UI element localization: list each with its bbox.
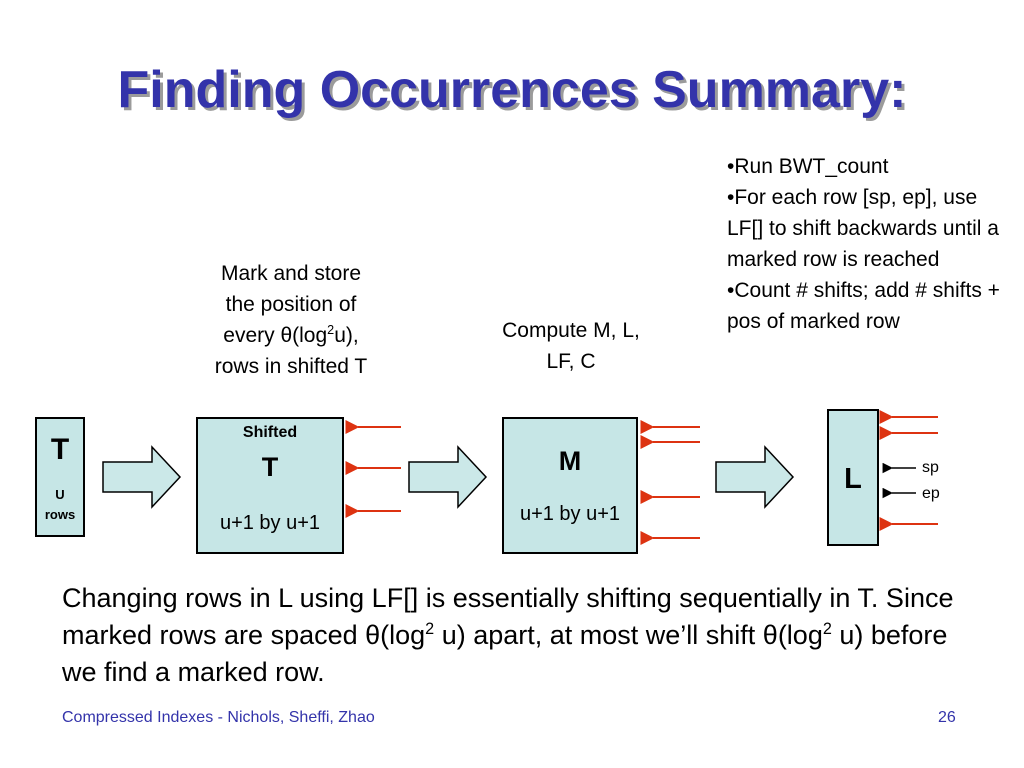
l-label: L bbox=[844, 463, 862, 495]
note-line: every θ(log2u), bbox=[223, 323, 359, 347]
ep-label: ep bbox=[922, 485, 940, 502]
note-line: Mark and store bbox=[220, 262, 362, 285]
shifted-label: Shifted bbox=[242, 424, 298, 441]
slide-title: Finding Occurrences Summary: bbox=[117, 61, 907, 119]
sp-label: sp bbox=[922, 459, 939, 476]
m-box: M u+1 by u+1 bbox=[502, 417, 638, 554]
mark-store-note: Mark and store the position of every θ(l… bbox=[186, 258, 396, 382]
text-box-t: T U rows bbox=[35, 417, 85, 537]
summary-paragraph: Changing rows in L using LF[] is essenti… bbox=[62, 583, 954, 687]
m-label: M bbox=[558, 446, 582, 476]
note-line: the position of bbox=[225, 293, 357, 316]
shifted-t-label: T bbox=[261, 452, 279, 482]
bullet-item: •Run BWT_count bbox=[727, 155, 889, 178]
m-dims: u+1 by u+1 bbox=[519, 503, 621, 525]
note-line: Compute M, L, bbox=[502, 319, 640, 342]
box-t-sub2: rows bbox=[44, 507, 76, 522]
block-arrow-t-to-shifted bbox=[102, 445, 182, 509]
box-t-label: T bbox=[50, 433, 70, 466]
bullet-item: •For each row [sp, ep], use LF[] to shif… bbox=[727, 186, 999, 271]
note-line: rows in shifted T bbox=[214, 355, 368, 378]
bullet-list: •Run BWT_count •For each row [sp, ep], u… bbox=[727, 151, 1002, 337]
footer-credit: Compressed Indexes - Nichols, Sheffi, Zh… bbox=[62, 709, 375, 726]
note-line: LF, C bbox=[546, 350, 596, 373]
block-arrow-shifted-to-m bbox=[408, 445, 488, 509]
shifted-dims: u+1 by u+1 bbox=[219, 512, 321, 534]
block-arrow-m-to-l bbox=[715, 445, 795, 509]
compute-note: Compute M, L, LF, C bbox=[476, 315, 666, 377]
bullet-item: •Count # shifts; add # shifts + pos of m… bbox=[727, 279, 1000, 333]
l-box: L bbox=[827, 409, 879, 546]
box-t-sub1: U bbox=[55, 487, 65, 502]
shifted-t-box: Shifted T u+1 by u+1 bbox=[196, 417, 344, 554]
page-number: 26 bbox=[938, 709, 956, 726]
